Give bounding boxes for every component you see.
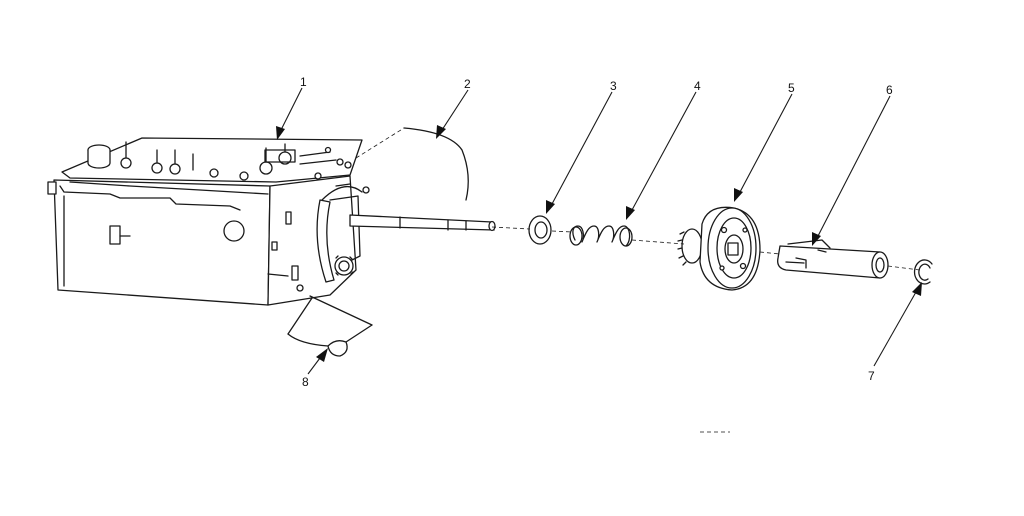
callout-8: 8	[302, 375, 309, 389]
bracket-drawing	[287, 295, 373, 357]
callout-labels: 1 2 3 4 5 6 7 8	[300, 75, 893, 389]
pulley-gear-drawing	[677, 206, 761, 291]
callout-4: 4	[694, 79, 701, 93]
sleeve-drawing	[777, 239, 889, 279]
retaining-ring-drawing	[913, 259, 933, 285]
callout-1: 1	[300, 75, 307, 89]
callout-6: 6	[886, 83, 893, 97]
shaft-drawing	[349, 127, 496, 232]
callout-5: 5	[788, 81, 795, 95]
assembly-axis-line	[355, 127, 921, 433]
callout-7: 7	[868, 369, 875, 383]
leader-lines	[276, 87, 922, 375]
callout-3: 3	[610, 79, 617, 93]
washer-drawing	[528, 215, 552, 245]
callout-2: 2	[464, 77, 471, 91]
spring-drawing	[569, 225, 633, 247]
timer-housing-drawing	[47, 137, 370, 306]
